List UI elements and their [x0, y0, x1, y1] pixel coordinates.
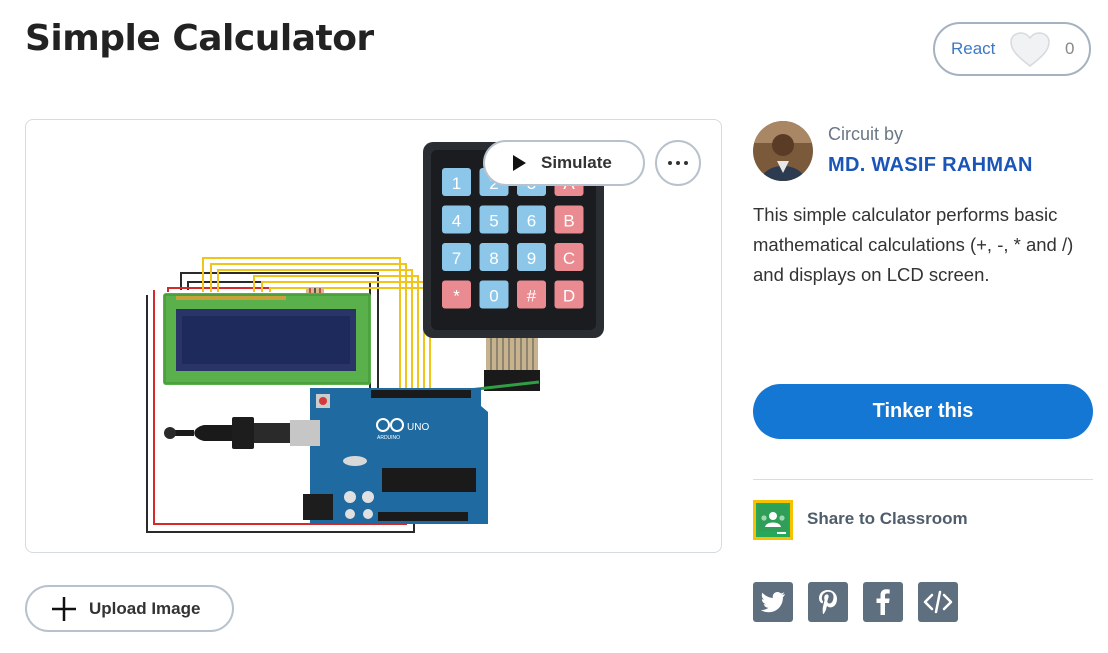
- keypad-key-label: D: [563, 287, 575, 306]
- facebook-icon: [876, 589, 890, 615]
- tinker-this-button[interactable]: Tinker this: [753, 384, 1093, 439]
- keypad-key-label: 9: [527, 249, 536, 268]
- keypad-key: [442, 243, 471, 271]
- keypad-key-label: #: [527, 287, 537, 306]
- keypad-key: [442, 205, 471, 234]
- pinterest-share-button[interactable]: [808, 582, 848, 622]
- keypad-key-label: 2: [489, 174, 498, 193]
- react-label: React: [951, 39, 996, 58]
- page-title: Simple Calculator: [25, 18, 374, 59]
- keypad-key: [517, 280, 546, 309]
- keypad-key: [554, 280, 584, 309]
- keypad-key-label: 1: [452, 174, 461, 193]
- keypad-key-label: 5: [489, 212, 498, 231]
- plus-icon: [52, 596, 76, 621]
- keypad-key: [554, 243, 584, 271]
- twitter-share-button[interactable]: [753, 582, 793, 622]
- board-brand: ARDUINO: [377, 435, 400, 441]
- keypad-key: [479, 280, 509, 309]
- circuit-canvas[interactable]: 123A456B789C*0#D: [25, 119, 722, 553]
- keypad-key-label: *: [453, 287, 460, 306]
- upload-image-label: Upload Image: [89, 598, 201, 618]
- avatar[interactable]: [753, 121, 813, 181]
- board-label: UNO: [407, 422, 429, 433]
- keypad-key-label: 0: [489, 287, 498, 306]
- keypad-key: [479, 205, 509, 234]
- circuit-diagram: 123A456B789C*0#D: [146, 142, 604, 533]
- keypad-key: [442, 168, 471, 196]
- twitter-icon: [760, 591, 785, 613]
- keypad-key-label: 4: [452, 212, 461, 231]
- dot-icon: [668, 161, 672, 165]
- divider: [753, 479, 1093, 480]
- circuit-description: This simple calculator performs basic ma…: [753, 204, 1074, 285]
- pinterest-icon: [819, 590, 837, 614]
- react-count: 0: [1065, 39, 1075, 58]
- dot-icon: [676, 161, 680, 165]
- circuit-by-label: Circuit by: [828, 124, 904, 144]
- dot-icon: [684, 161, 688, 165]
- keypad-key-label: 8: [489, 249, 498, 268]
- keypad-key-label: 6: [527, 212, 536, 231]
- author-link[interactable]: MD. WASIF RAHMAN: [828, 154, 1033, 176]
- keypad-key-label: C: [563, 249, 575, 268]
- simulate-label: Simulate: [541, 153, 612, 172]
- facebook-share-button[interactable]: [863, 582, 903, 622]
- more-options-button[interactable]: [655, 140, 701, 186]
- upload-image-button[interactable]: Upload Image: [25, 585, 234, 632]
- keypad-key: [554, 205, 584, 234]
- keypad-key: [517, 243, 546, 271]
- play-icon: [513, 155, 526, 171]
- embed-code-icon: [923, 590, 953, 614]
- simulate-button[interactable]: Simulate: [483, 140, 645, 186]
- embed-code-button[interactable]: [918, 582, 958, 622]
- google-classroom-icon[interactable]: [753, 500, 793, 540]
- keypad-key: [442, 280, 471, 309]
- keypad-key: [479, 243, 509, 271]
- heart-icon: [1010, 32, 1050, 67]
- keypad-key: [517, 205, 546, 234]
- react-button[interactable]: React 0: [933, 22, 1091, 76]
- share-to-classroom-link[interactable]: Share to Classroom: [807, 509, 968, 528]
- keypad-key-label: B: [563, 212, 574, 231]
- keypad-key-label: 7: [452, 249, 461, 268]
